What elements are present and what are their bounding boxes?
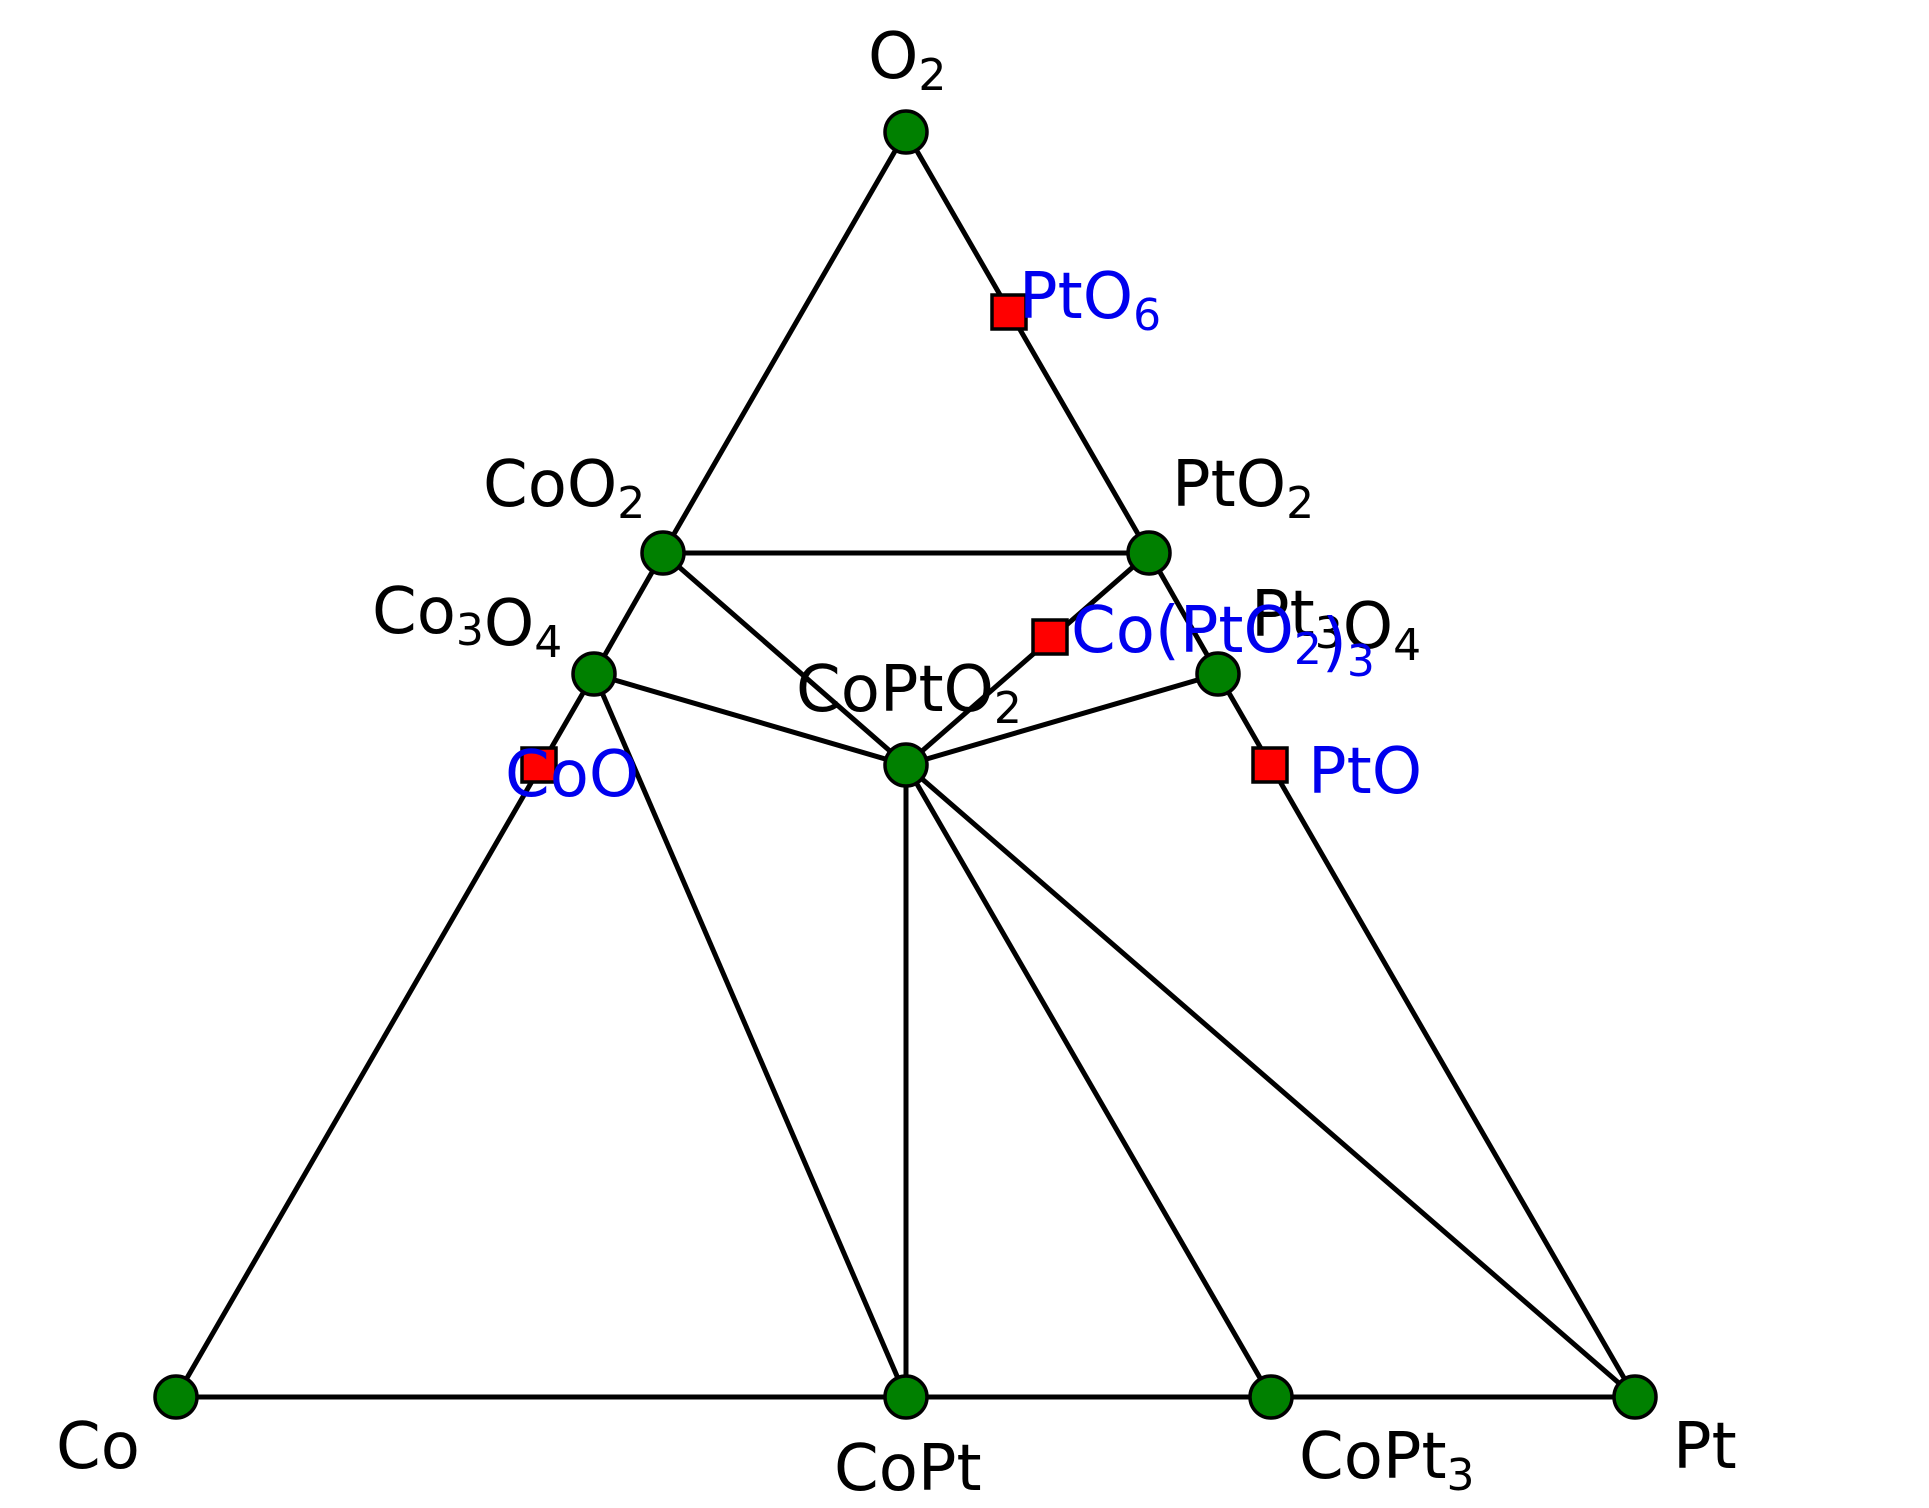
phase-label-pt: Pt [1673,1410,1737,1484]
phase-label-copt3: CoPt3 [1299,1420,1475,1501]
tie-line-pt3o4-copto2 [905,671,1219,768]
tie-line-copto2-pt [904,763,1637,1399]
phase-label-pt3o4: Pt3O4 [1251,578,1421,671]
tie-line-coo2-copto2 [661,551,908,767]
tie-line-co3o4-copt [591,673,909,1398]
tie-line-coo2-o2 [660,130,909,555]
unstable-phase-marker-pto6 [990,293,1028,331]
stable-phase-marker-copt3 [1248,1374,1294,1420]
unstable-phase-marker-pto [1251,746,1289,784]
phase-label-pto2: PtO2 [1172,448,1314,529]
tie-line-co3o4-copto2 [593,671,907,768]
stable-phase-marker-coo2 [640,530,686,576]
tie-line-pto2-pt3o4 [1146,551,1221,676]
stable-phase-marker-copt [883,1374,929,1420]
phase-markers [153,109,1658,1420]
tie-line-o2-pto2 [903,130,1152,555]
stable-phase-marker-pto2 [1126,530,1172,576]
stable-phase-marker-co [153,1374,199,1420]
stable-phase-marker-pt [1612,1374,1658,1420]
phase-label-coo: CoO [505,738,639,812]
phase-label-co: Co [56,1410,140,1484]
phase-label-pto: PtO [1308,735,1422,809]
tie-line-pto2-copto2 [904,551,1151,767]
phase-label-co-pto2-3: Co(PtO2)3 [1071,594,1375,687]
phase-label-o2: O2 [868,20,946,101]
tie-line-co3o4-coo2 [591,551,666,676]
phase-label-coo2: CoO2 [483,448,645,529]
stable-phase-marker-copto2 [883,742,929,788]
tie-line-copto2-copt3 [903,763,1274,1399]
unstable-phase-marker-coo [520,746,558,784]
tie-line-co-co3o4 [173,672,597,1399]
phase-label-pto6: PtO6 [1019,260,1161,341]
phase-label-copto2: CoPtO2 [796,653,1022,734]
tie-lines [173,130,1638,1400]
stable-phase-marker-o2 [883,109,929,155]
stable-phase-marker-pt3o4 [1195,651,1241,697]
tie-line-pt3o4-pt [1215,672,1638,1399]
phase-label-co3o4: Co3O4 [372,575,562,668]
phase-label-copt: CoPt [834,1432,982,1506]
unstable-phase-marker-co-pto2-3 [1031,618,1069,656]
stable-phase-marker-co3o4 [571,651,617,697]
